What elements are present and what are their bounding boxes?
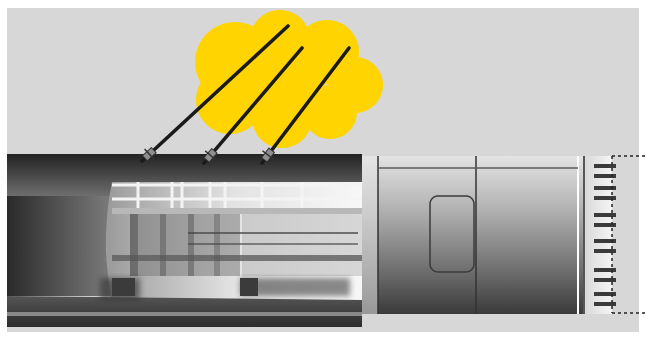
tunnel-left-wall xyxy=(7,196,112,296)
cutterhead-with-teeth xyxy=(584,156,612,314)
tunnel-boring-machine-shield xyxy=(362,156,584,314)
shield-joint-left xyxy=(362,156,378,314)
tunnel-invert xyxy=(7,296,362,327)
tunnel-floor-edge xyxy=(7,312,362,316)
gantry-deck xyxy=(112,208,362,214)
